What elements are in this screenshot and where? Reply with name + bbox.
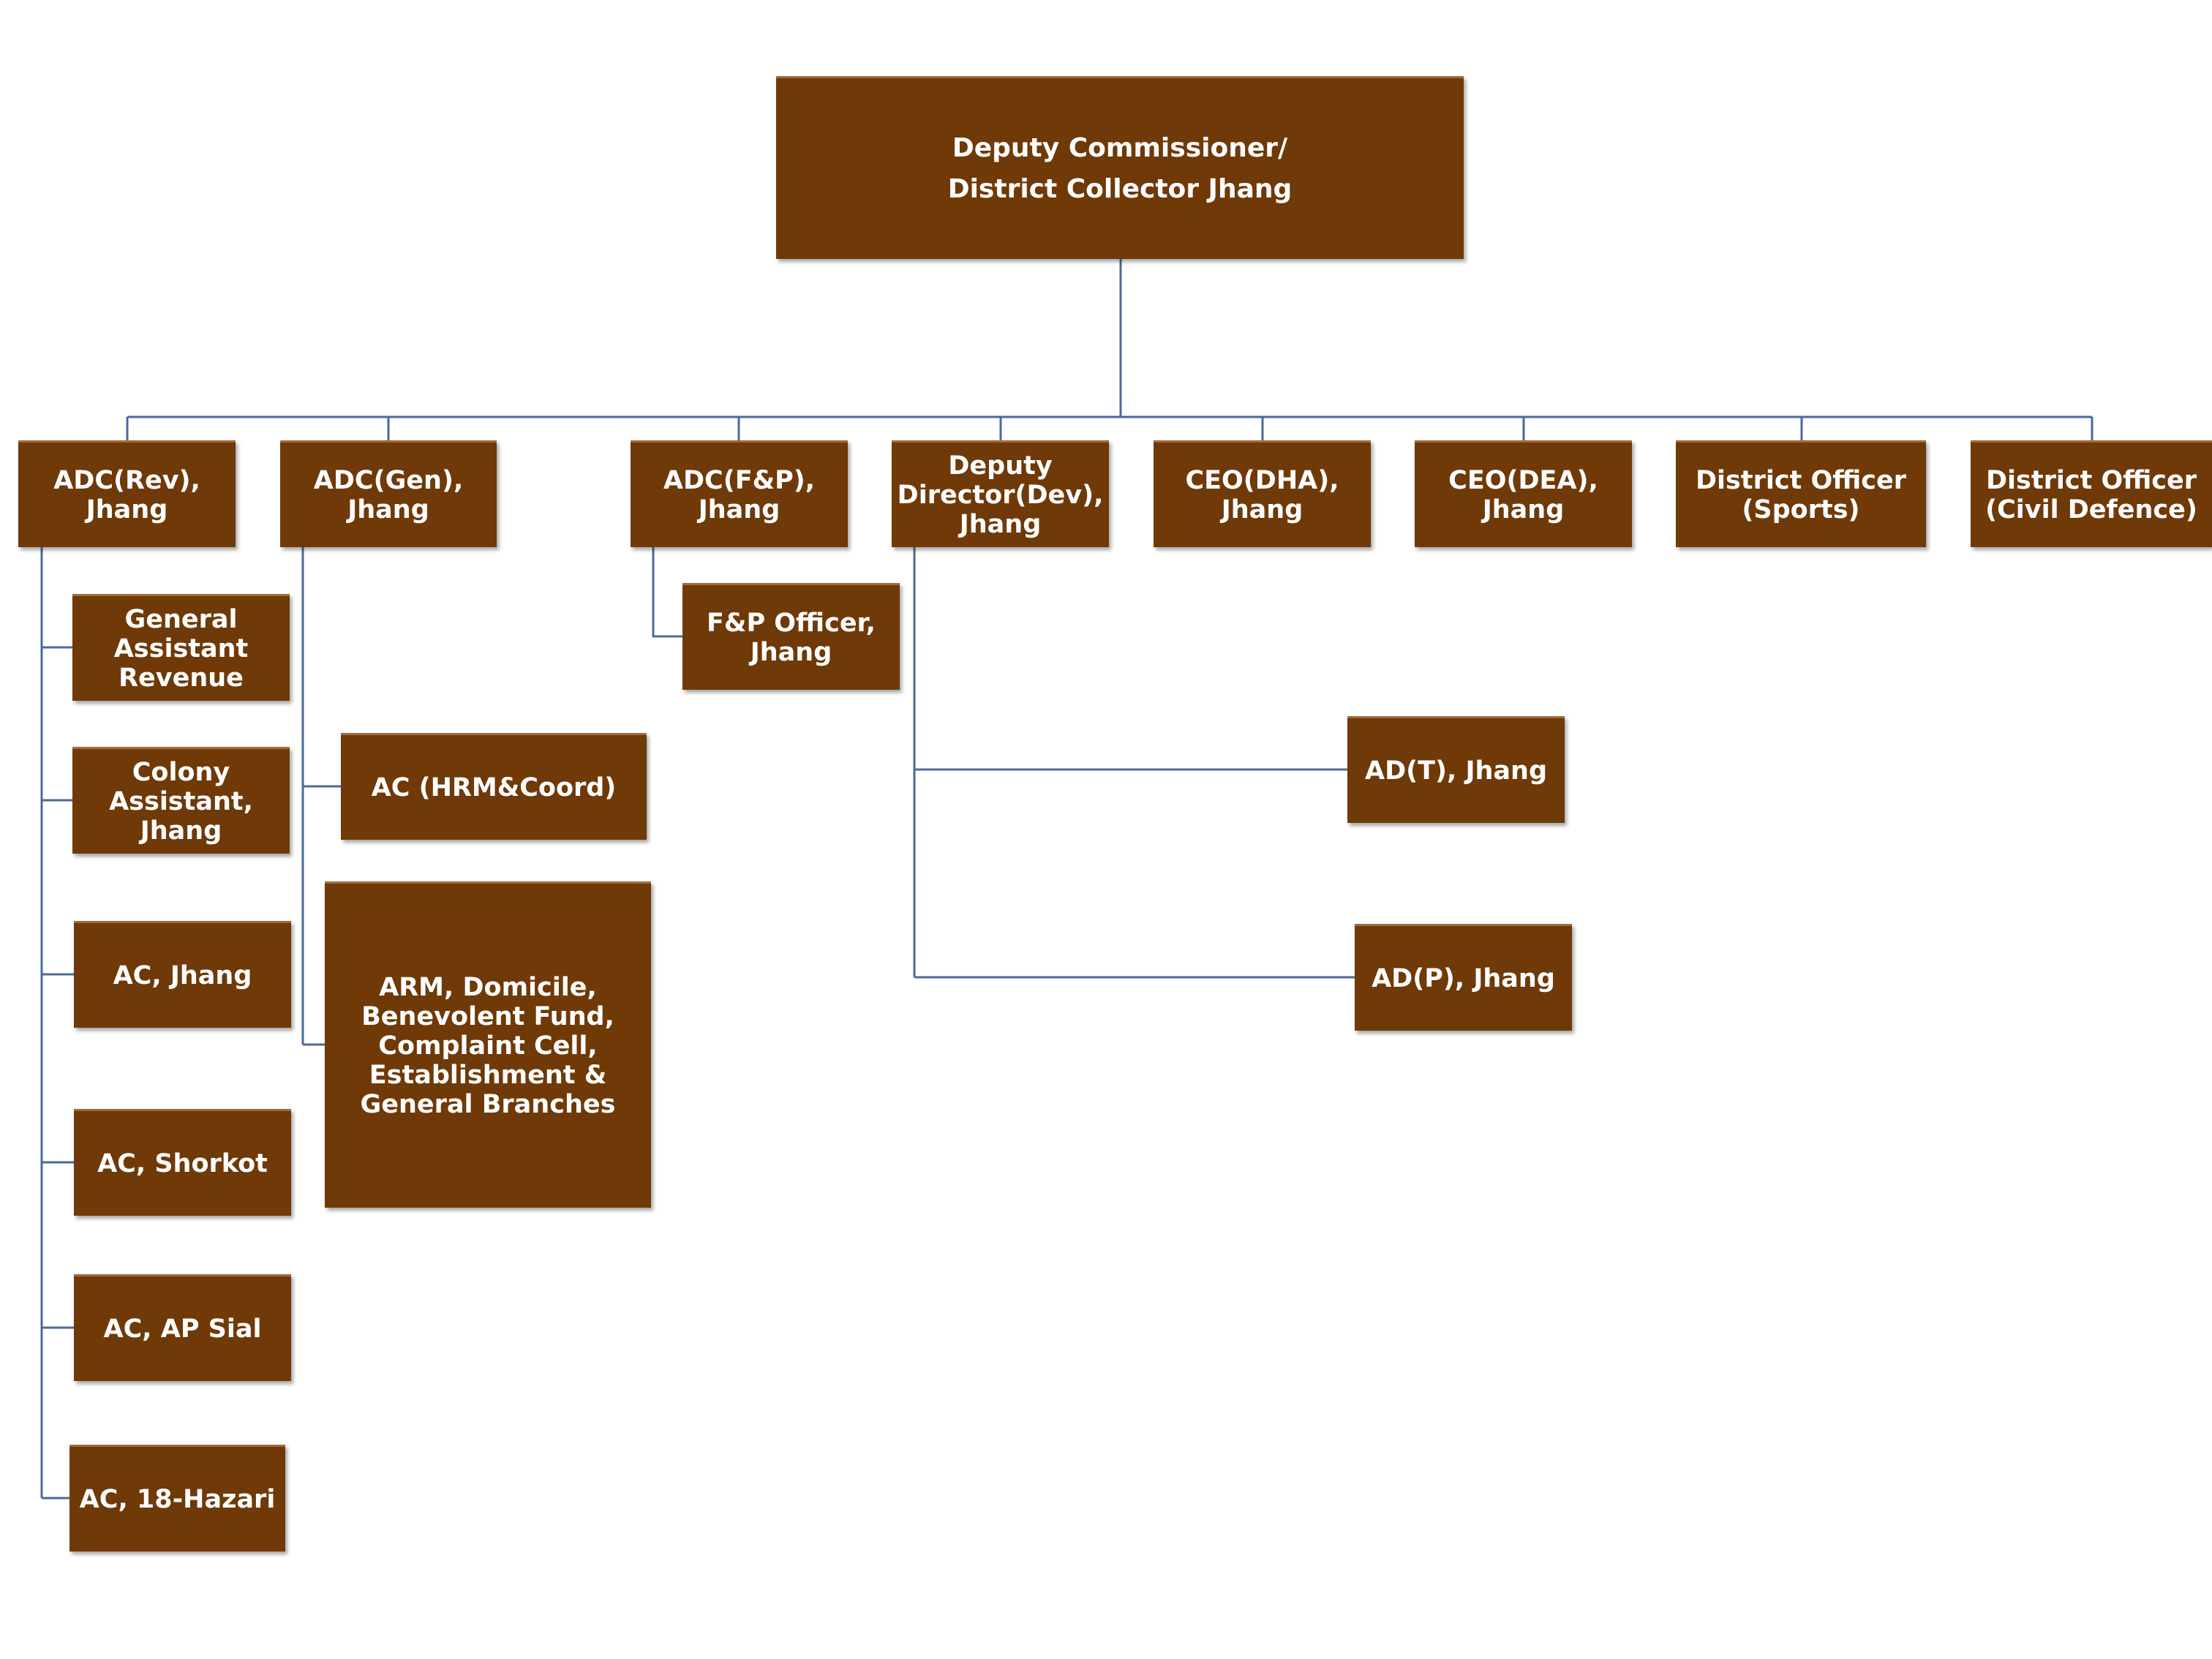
node-ceo-dea[interactable]: CEO(DEA), Jhang [1415, 440, 1632, 547]
node-adc-gen-label: ADC(Gen), Jhang [313, 465, 464, 524]
node-ceo-dha-label: CEO(DHA), Jhang [1185, 465, 1339, 524]
node-do-civil-defence[interactable]: District Officer (Civil Defence) [1971, 440, 2212, 547]
node-ad-t[interactable]: AD(T), Jhang [1347, 716, 1565, 823]
node-ad-p[interactable]: AD(P), Jhang [1355, 924, 1572, 1031]
node-ac-ap-sial[interactable]: AC, AP Sial [74, 1274, 291, 1381]
node-ceo-dea-label: CEO(DEA), Jhang [1448, 465, 1598, 524]
node-deputy-director-dev-label: Deputy Director(Dev), Jhang [897, 451, 1104, 539]
node-deputy-director-dev[interactable]: Deputy Director(Dev), Jhang [892, 440, 1109, 547]
node-ceo-dha[interactable]: CEO(DHA), Jhang [1154, 440, 1371, 547]
node-ac-hrm-coord[interactable]: AC (HRM&Coord) [341, 733, 647, 840]
node-ac-18-hazari[interactable]: AC, 18-Hazari [69, 1445, 285, 1551]
node-general-assistant-revenue[interactable]: General Assistant Revenue [72, 594, 290, 701]
node-do-civil-defence-label: District Officer (Civil Defence) [1985, 465, 2197, 524]
node-adc-gen[interactable]: ADC(Gen), Jhang [280, 440, 497, 547]
connector-to-fp-officer [652, 547, 682, 638]
node-adc-rev[interactable]: ADC(Rev), Jhang [18, 440, 236, 547]
node-adc-fp-label: ADC(F&P), Jhang [663, 465, 816, 524]
node-general-assistant-revenue-label: General Assistant Revenue [113, 604, 249, 693]
node-colony-assistant[interactable]: Colony Assistant, Jhang [72, 747, 290, 854]
node-deputy-commissioner[interactable]: Deputy Commissioner/ District Collector … [776, 76, 1464, 259]
node-adc-rev-label: ADC(Rev), Jhang [53, 465, 200, 524]
node-ac-ap-sial-label: AC, AP Sial [103, 1314, 262, 1344]
node-do-sports[interactable]: District Officer (Sports) [1676, 440, 1926, 547]
node-adc-fp[interactable]: ADC(F&P), Jhang [631, 440, 848, 547]
node-ac-jhang-label: AC, Jhang [113, 960, 252, 990]
node-ac-hrm-coord-label: AC (HRM&Coord) [371, 772, 617, 802]
node-ad-t-label: AD(T), Jhang [1364, 756, 1548, 786]
node-fp-officer-label: F&P Officer, Jhang [707, 608, 876, 667]
node-ac-jhang[interactable]: AC, Jhang [74, 921, 291, 1028]
node-fp-officer[interactable]: F&P Officer, Jhang [682, 583, 900, 690]
node-arm-domicile-branches-label: ARM, Domicile, Benevolent Fund, Complain… [360, 972, 616, 1119]
node-ac-shorkot[interactable]: AC, Shorkot [74, 1109, 291, 1216]
node-ac-shorkot-label: AC, Shorkot [97, 1148, 268, 1178]
node-deputy-commissioner-label: Deputy Commissioner/ District Collector … [947, 132, 1293, 204]
node-ac-18-hazari-label: AC, 18-Hazari [79, 1484, 276, 1514]
node-ad-p-label: AD(P), Jhang [1372, 963, 1555, 993]
node-colony-assistant-label: Colony Assistant, Jhang [109, 757, 253, 846]
node-do-sports-label: District Officer (Sports) [1695, 465, 1907, 524]
node-arm-domicile-branches[interactable]: ARM, Domicile, Benevolent Fund, Complain… [325, 881, 651, 1208]
